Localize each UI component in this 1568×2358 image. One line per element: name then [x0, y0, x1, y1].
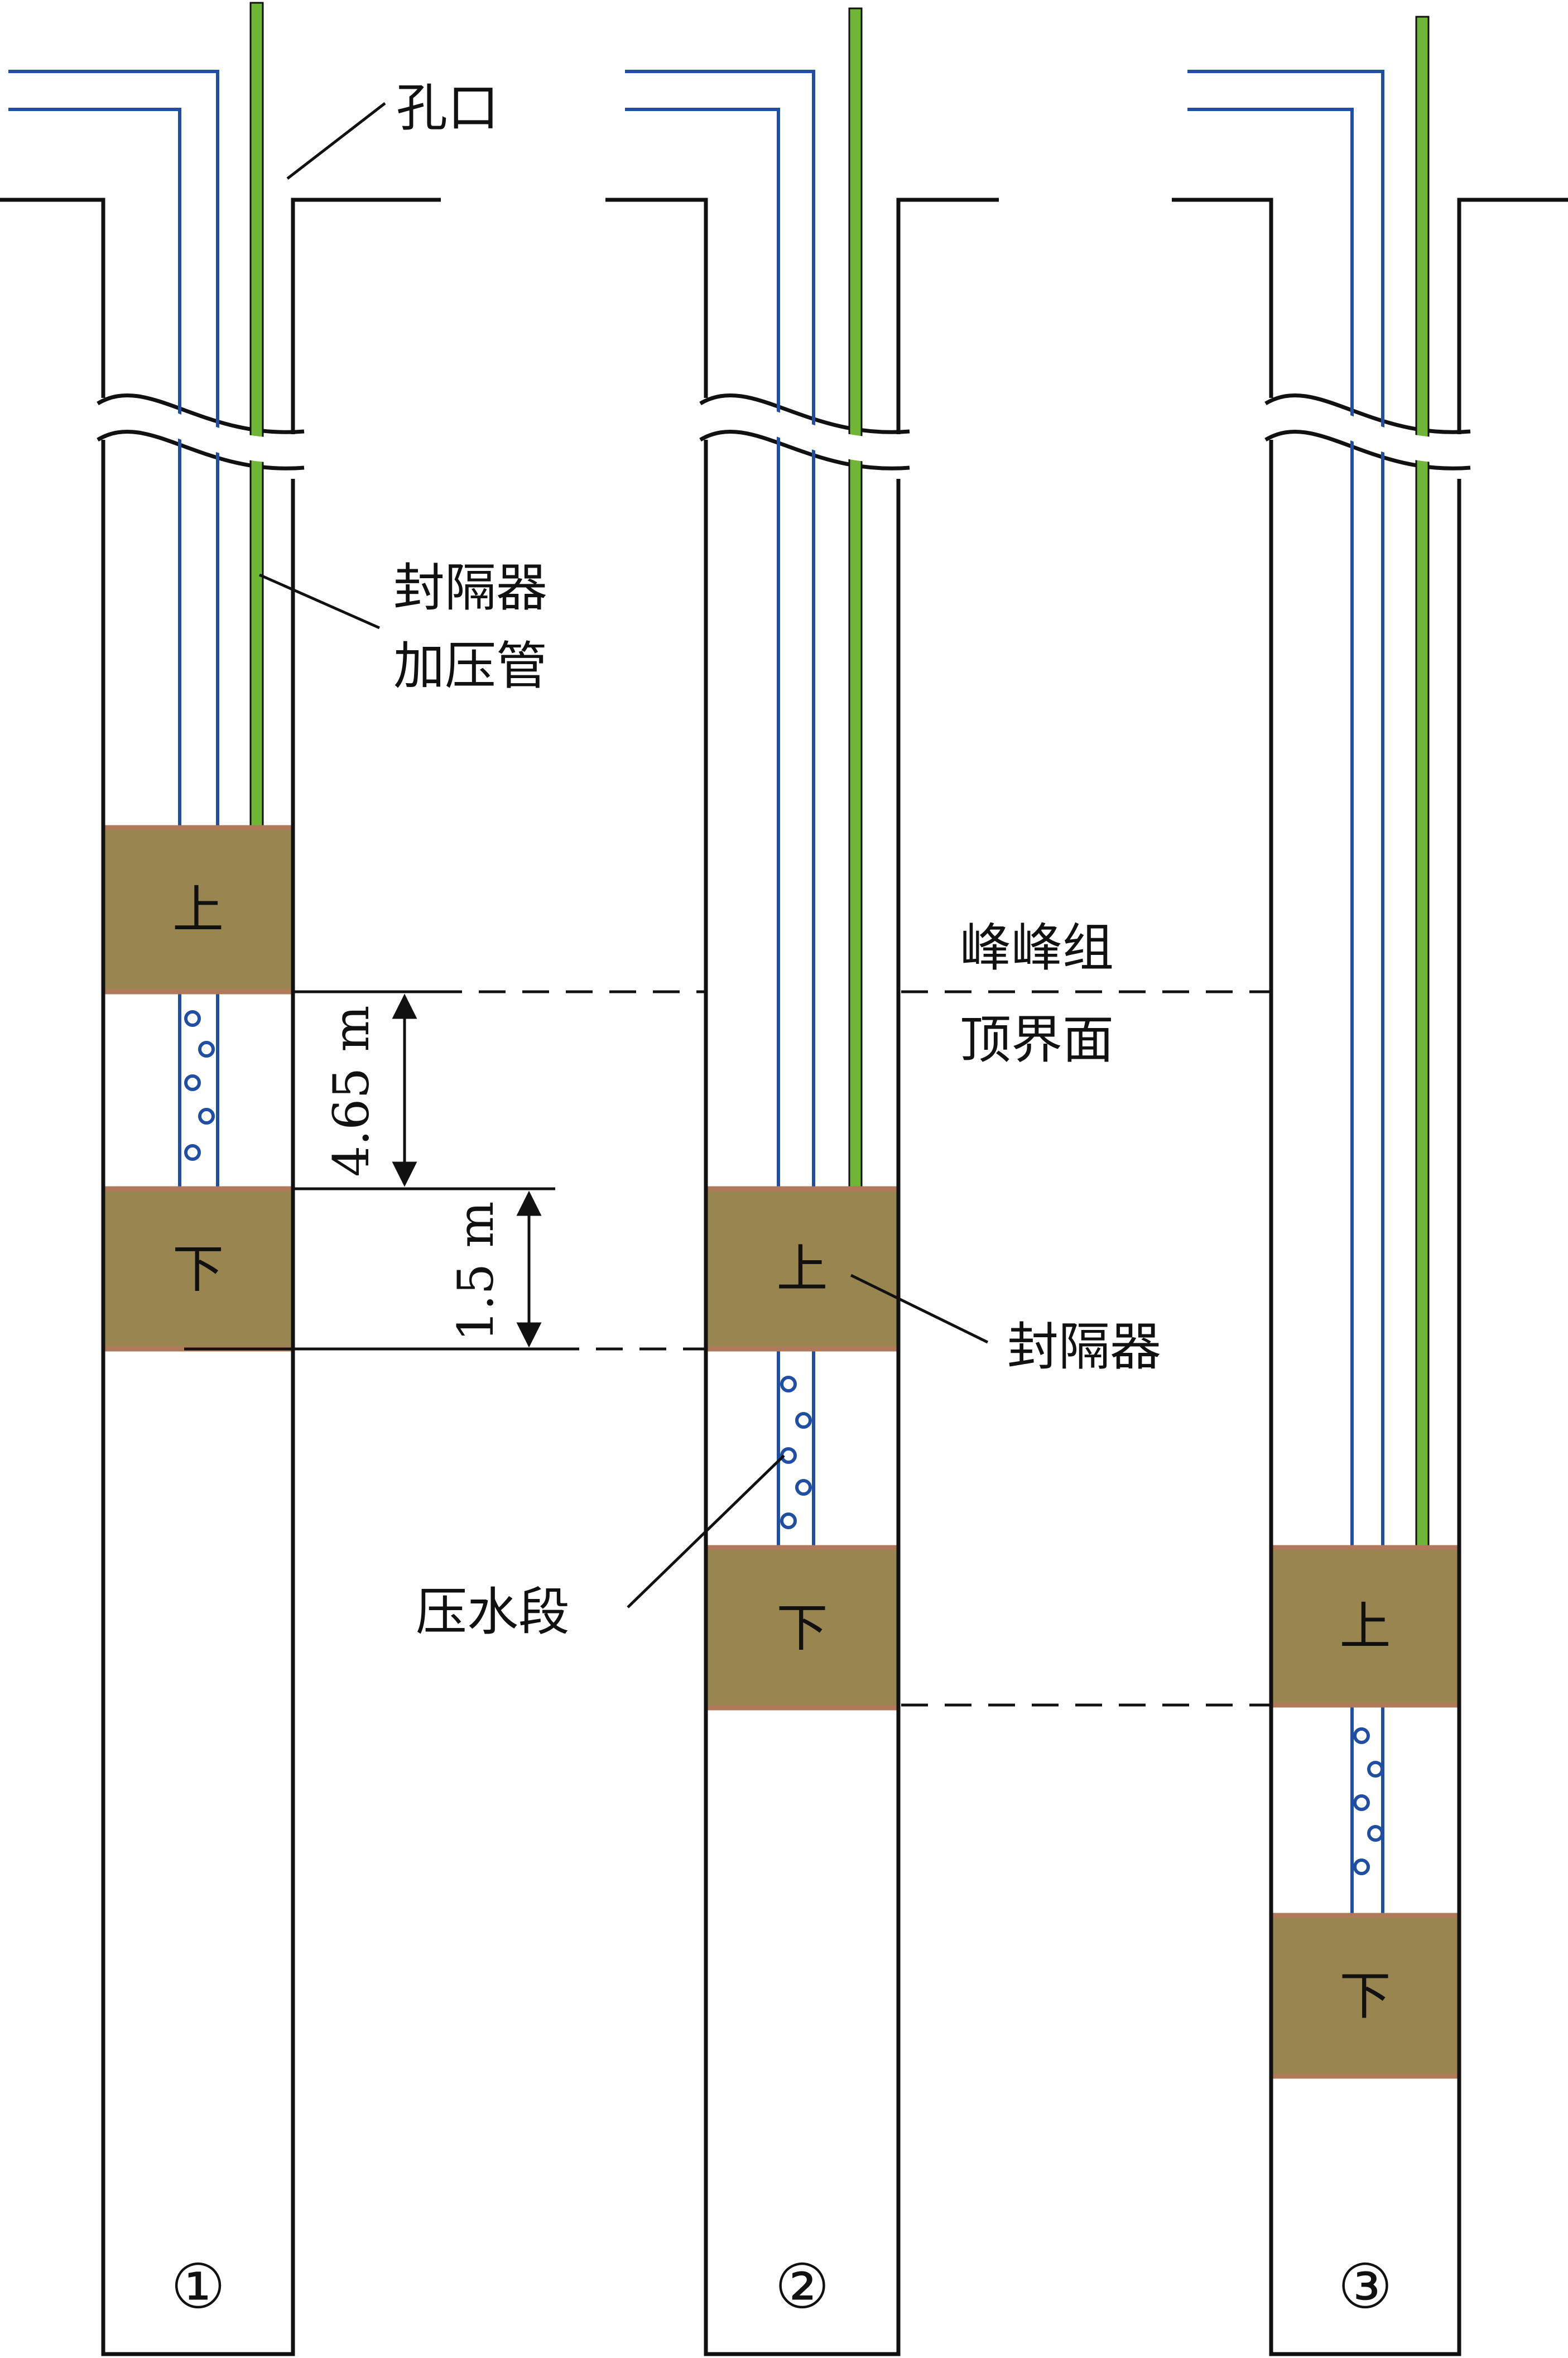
label-test-section: 压水段	[416, 1582, 570, 1642]
water-tube	[625, 70, 815, 1548]
break-line-icon	[97, 393, 305, 434]
stage-number-2: ②	[775, 2251, 830, 2322]
label-pressure-pipe-2: 加压管	[393, 636, 547, 696]
packer-upper: 上	[103, 825, 293, 995]
packer-lower-label: 下	[172, 1240, 224, 1299]
stage-number-1: ①	[171, 2251, 226, 2322]
bubble-icon	[1353, 1858, 1370, 1875]
packer-lower-label: 下	[1339, 1966, 1391, 2026]
borehole-stage-2: 上下 ②	[605, 7, 999, 2356]
bubble-icon	[1353, 1794, 1370, 1811]
packer-upper: 上	[706, 1186, 898, 1352]
ground-surface	[1172, 198, 1273, 398]
break-line-icon	[1264, 429, 1471, 470]
bubble-icon	[198, 1108, 215, 1125]
label-orifice: 孔口	[396, 78, 499, 138]
label-pressure-pipe-1: 封隔器	[393, 558, 547, 618]
bubble-icon	[184, 1074, 201, 1091]
packer-lower: 下	[1271, 1913, 1459, 2079]
bubble-icon	[198, 1041, 215, 1058]
ground-surface	[1457, 198, 1568, 434]
break-line-icon	[97, 429, 305, 470]
borehole-stage-1: 上下 ①	[0, 2, 441, 2356]
water-tube	[1187, 70, 1384, 1915]
bubble-icon	[795, 1479, 812, 1496]
break-line-icon	[1264, 393, 1471, 434]
packer-lower-label: 下	[776, 1598, 828, 1658]
water-tube	[1187, 108, 1354, 1915]
bubble-icon	[184, 1010, 201, 1027]
packer-lower: 下	[706, 1545, 898, 1711]
ground-surface	[605, 198, 708, 398]
label-packer: 封隔器	[1007, 1317, 1161, 1377]
bubble-icon	[780, 1376, 797, 1392]
bubble-icon	[1353, 1727, 1370, 1744]
leader-pressure-pipe	[258, 573, 381, 630]
bubble-icon	[1367, 1761, 1384, 1778]
dim-label-1-5: 1.5 m	[447, 1201, 504, 1341]
packer-upper-label: 上	[776, 1240, 828, 1299]
borehole-stage-3: 上下 ③	[1172, 16, 1568, 2356]
dim-label-4-65: 4.65 m	[323, 1005, 380, 1176]
water-tube	[8, 70, 219, 1189]
packer-upper: 上	[1271, 1545, 1459, 1708]
ground-surface	[896, 198, 999, 434]
bubble-icon	[780, 1447, 797, 1464]
label-formation-2: 顶界面	[960, 1010, 1114, 1070]
packer-lower: 下	[103, 1186, 293, 1352]
break-line-icon	[699, 429, 910, 470]
leader-packer	[850, 1274, 989, 1344]
leader-orifice	[286, 102, 386, 180]
callouts: 孔口 封隔器 加压管 峰峰组 顶界面 封隔器 压水段	[258, 78, 1161, 1642]
ground-surface	[291, 198, 441, 434]
bubble-icon	[795, 1412, 812, 1429]
packer-upper-label: 上	[1339, 1597, 1391, 1656]
pressure-pipe	[848, 7, 863, 1190]
stage-number-3: ③	[1338, 2251, 1393, 2322]
leader-test-section	[627, 1454, 785, 1608]
pressure-pipe	[249, 2, 264, 829]
bubble-icon	[1367, 1825, 1384, 1842]
bubble-icon	[184, 1144, 201, 1161]
break-line-icon	[699, 393, 910, 434]
packer-upper-label: 上	[172, 880, 224, 940]
pressure-pipe	[1415, 16, 1430, 1549]
dimension-annotations: 4.65 m 1.5 m	[184, 990, 555, 1351]
reference-lines	[435, 990, 1272, 1707]
label-formation-1: 峰峰组	[960, 918, 1114, 978]
bubble-icon	[780, 1512, 797, 1529]
ground-surface	[0, 198, 105, 398]
water-tube	[625, 108, 780, 1548]
